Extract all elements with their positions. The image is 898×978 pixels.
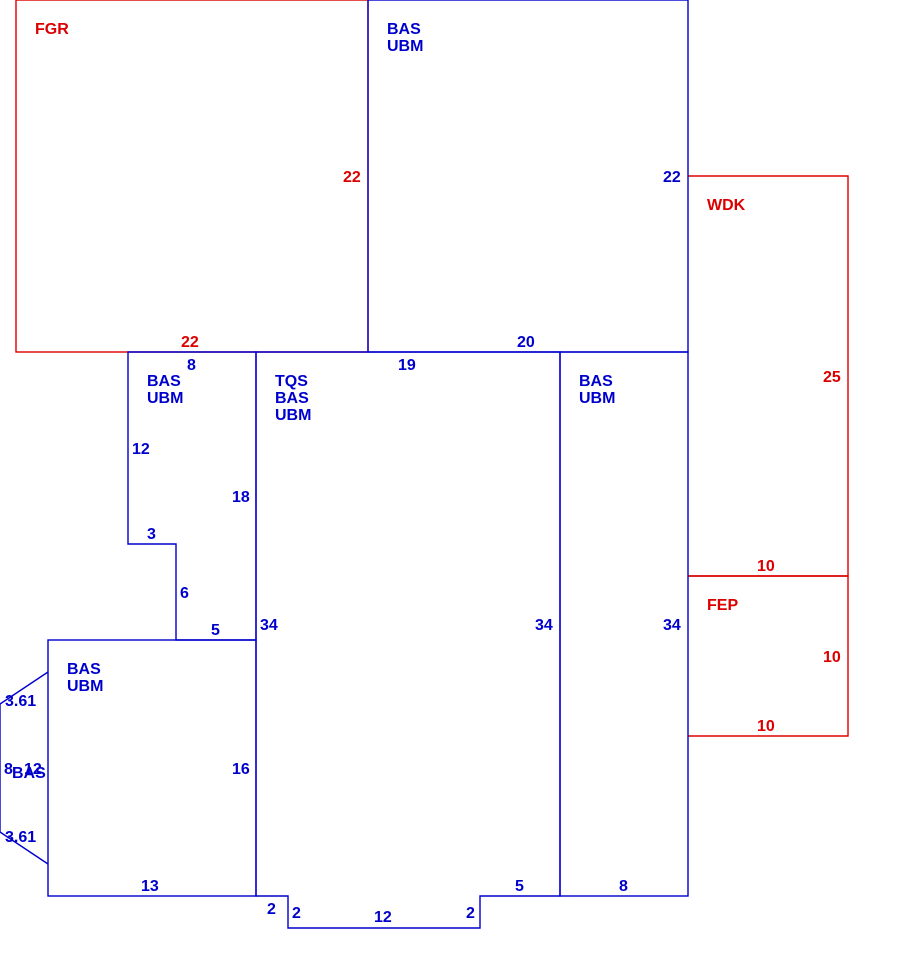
bas-lower-outline xyxy=(47,639,257,897)
dim-fep-bottom: 10 xyxy=(757,718,775,735)
dim-bas-top-bottom: 20 xyxy=(517,334,535,351)
fep-outline xyxy=(688,575,849,737)
dim-notch-left-outer: 2 xyxy=(267,901,276,918)
bay-outline xyxy=(0,671,49,865)
bas-lower-label-2: UBM xyxy=(67,678,103,695)
dim-bas-left-step-bottom: 5 xyxy=(211,622,220,639)
dim-bas-top-right: 22 xyxy=(663,169,681,186)
dim-bas-left-right: 18 xyxy=(232,489,250,506)
tqs-outline xyxy=(255,351,561,929)
bas-right-label-1: BAS xyxy=(579,373,613,390)
bay-label: BAS xyxy=(12,765,46,782)
bas-top-label-2: UBM xyxy=(387,38,423,55)
dim-tqs-left: 34 xyxy=(260,617,278,634)
dim-bas-left-step-top: 3 xyxy=(147,526,156,543)
dim-bas-right-bottom: 8 xyxy=(619,878,628,895)
dim-wdk-right: 25 xyxy=(823,369,841,386)
dim-fgr-right: 22 xyxy=(343,169,361,186)
fep-label: FEP xyxy=(707,597,738,614)
dim-notch-right-top: 5 xyxy=(515,878,524,895)
dim-wdk-bottom: 10 xyxy=(757,558,775,575)
dim-bay-upper: 3.61 xyxy=(5,693,36,710)
bas-left-label-2: UBM xyxy=(147,390,183,407)
dim-bas-right-right: 34 xyxy=(663,617,681,634)
dim-bas-left-step-side: 6 xyxy=(180,585,189,602)
dim-tqs-right: 34 xyxy=(535,617,553,634)
bas-lower-label-1: BAS xyxy=(67,661,101,678)
tqs-label-1: TQS xyxy=(275,373,308,390)
dim-bay-middle: 8 xyxy=(4,761,13,778)
dim-bas-left-top: 8 xyxy=(187,357,196,374)
wdk-label: WDK xyxy=(707,197,746,214)
dim-fep-right: 10 xyxy=(823,649,841,666)
dim-notch-right-inner: 2 xyxy=(466,905,475,922)
dim-bas-lower-bottom: 13 xyxy=(141,878,159,895)
fgr-label: FGR xyxy=(35,21,69,38)
dim-tqs-top: 19 xyxy=(398,357,416,374)
fgr-outline xyxy=(15,0,369,353)
dim-notch-left-inner: 2 xyxy=(292,905,301,922)
dim-notch-bottom: 12 xyxy=(374,909,392,926)
bas-left-label-1: BAS xyxy=(147,373,181,390)
tqs-label-2: BAS xyxy=(275,390,309,407)
bas-right-outline xyxy=(559,351,689,897)
dim-bas-left-side: 12 xyxy=(132,441,150,458)
dim-bas-lower-right: 16 xyxy=(232,761,250,778)
tqs-label-3: UBM xyxy=(275,407,311,424)
dim-bay-lower: 3.61 xyxy=(5,829,36,846)
dim-bay-middle-2: 12 xyxy=(24,761,42,778)
bas-right-label-2: UBM xyxy=(579,390,615,407)
bas-top-label-1: BAS xyxy=(387,21,421,38)
dim-fgr-bottom: 22 xyxy=(181,334,199,351)
